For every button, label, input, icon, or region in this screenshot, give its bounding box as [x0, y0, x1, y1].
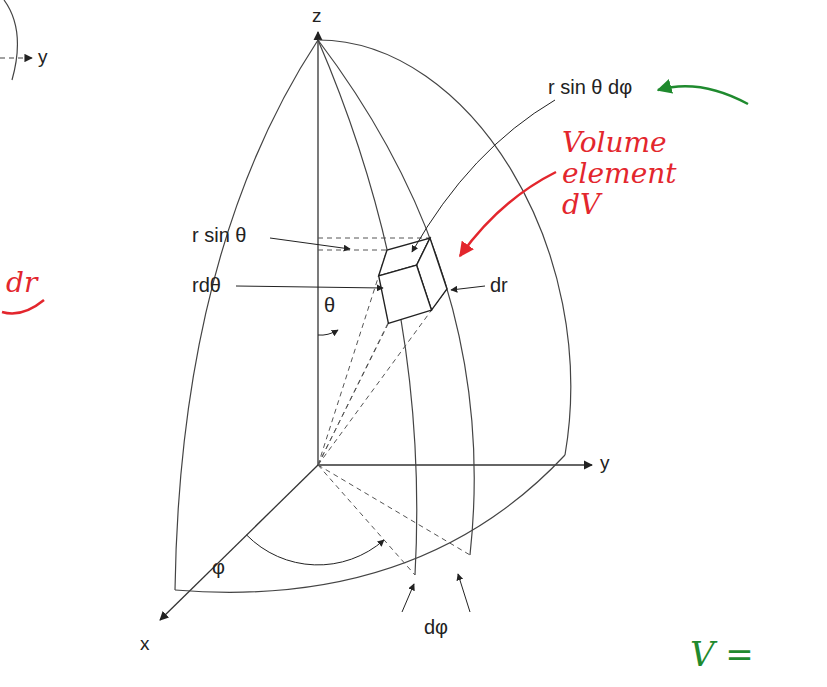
y-axis: [318, 464, 592, 465]
partial-axis: [0, 57, 32, 58]
phi-arc: [247, 535, 384, 565]
axis-label: z: [312, 6, 322, 27]
leader-line: [402, 584, 414, 612]
z-axis: [317, 32, 318, 465]
annotation: V =: [690, 636, 754, 673]
red-arrow: [460, 172, 556, 256]
dimension-label: dr: [490, 274, 508, 296]
sphere-outline: [175, 40, 318, 590]
r-sin-theta-line: [318, 250, 387, 251]
partial-figure: [0, 0, 32, 80]
sphere-outline: [318, 40, 571, 455]
red-underline: [2, 300, 44, 314]
axis-label: y: [600, 453, 610, 474]
annotation: dr: [6, 268, 37, 299]
x-axis: [160, 465, 318, 620]
leader-line: [451, 286, 485, 290]
axis-label: x: [140, 634, 150, 655]
leader-line: [412, 100, 555, 252]
dimension-label: r sin θ: [192, 224, 246, 246]
projection-line: [318, 465, 415, 575]
leader-line: [270, 238, 350, 249]
green-arrow: [658, 86, 748, 104]
angle-label: φ: [212, 556, 225, 578]
sphere-outline: [175, 455, 565, 592]
partial-arc: [4, 0, 17, 80]
leader-line: [236, 286, 383, 288]
theta-arc: [318, 330, 338, 335]
angle-label: θ: [324, 294, 335, 316]
meridian: [318, 40, 474, 555]
angle-label: dφ: [424, 616, 448, 638]
dimension-label: rdθ: [192, 274, 221, 296]
annotation: Volume element dV: [562, 128, 712, 220]
radius-line: [318, 289, 447, 465]
element-face: [379, 265, 432, 323]
axis-label: y: [38, 47, 48, 68]
r-sin-theta-line: [318, 238, 430, 239]
radius-line: [318, 304, 398, 465]
leader-line: [458, 574, 470, 612]
projection-line: [318, 465, 470, 555]
radius-line: [318, 250, 387, 465]
dimension-label: r sin θ dφ: [548, 76, 632, 98]
